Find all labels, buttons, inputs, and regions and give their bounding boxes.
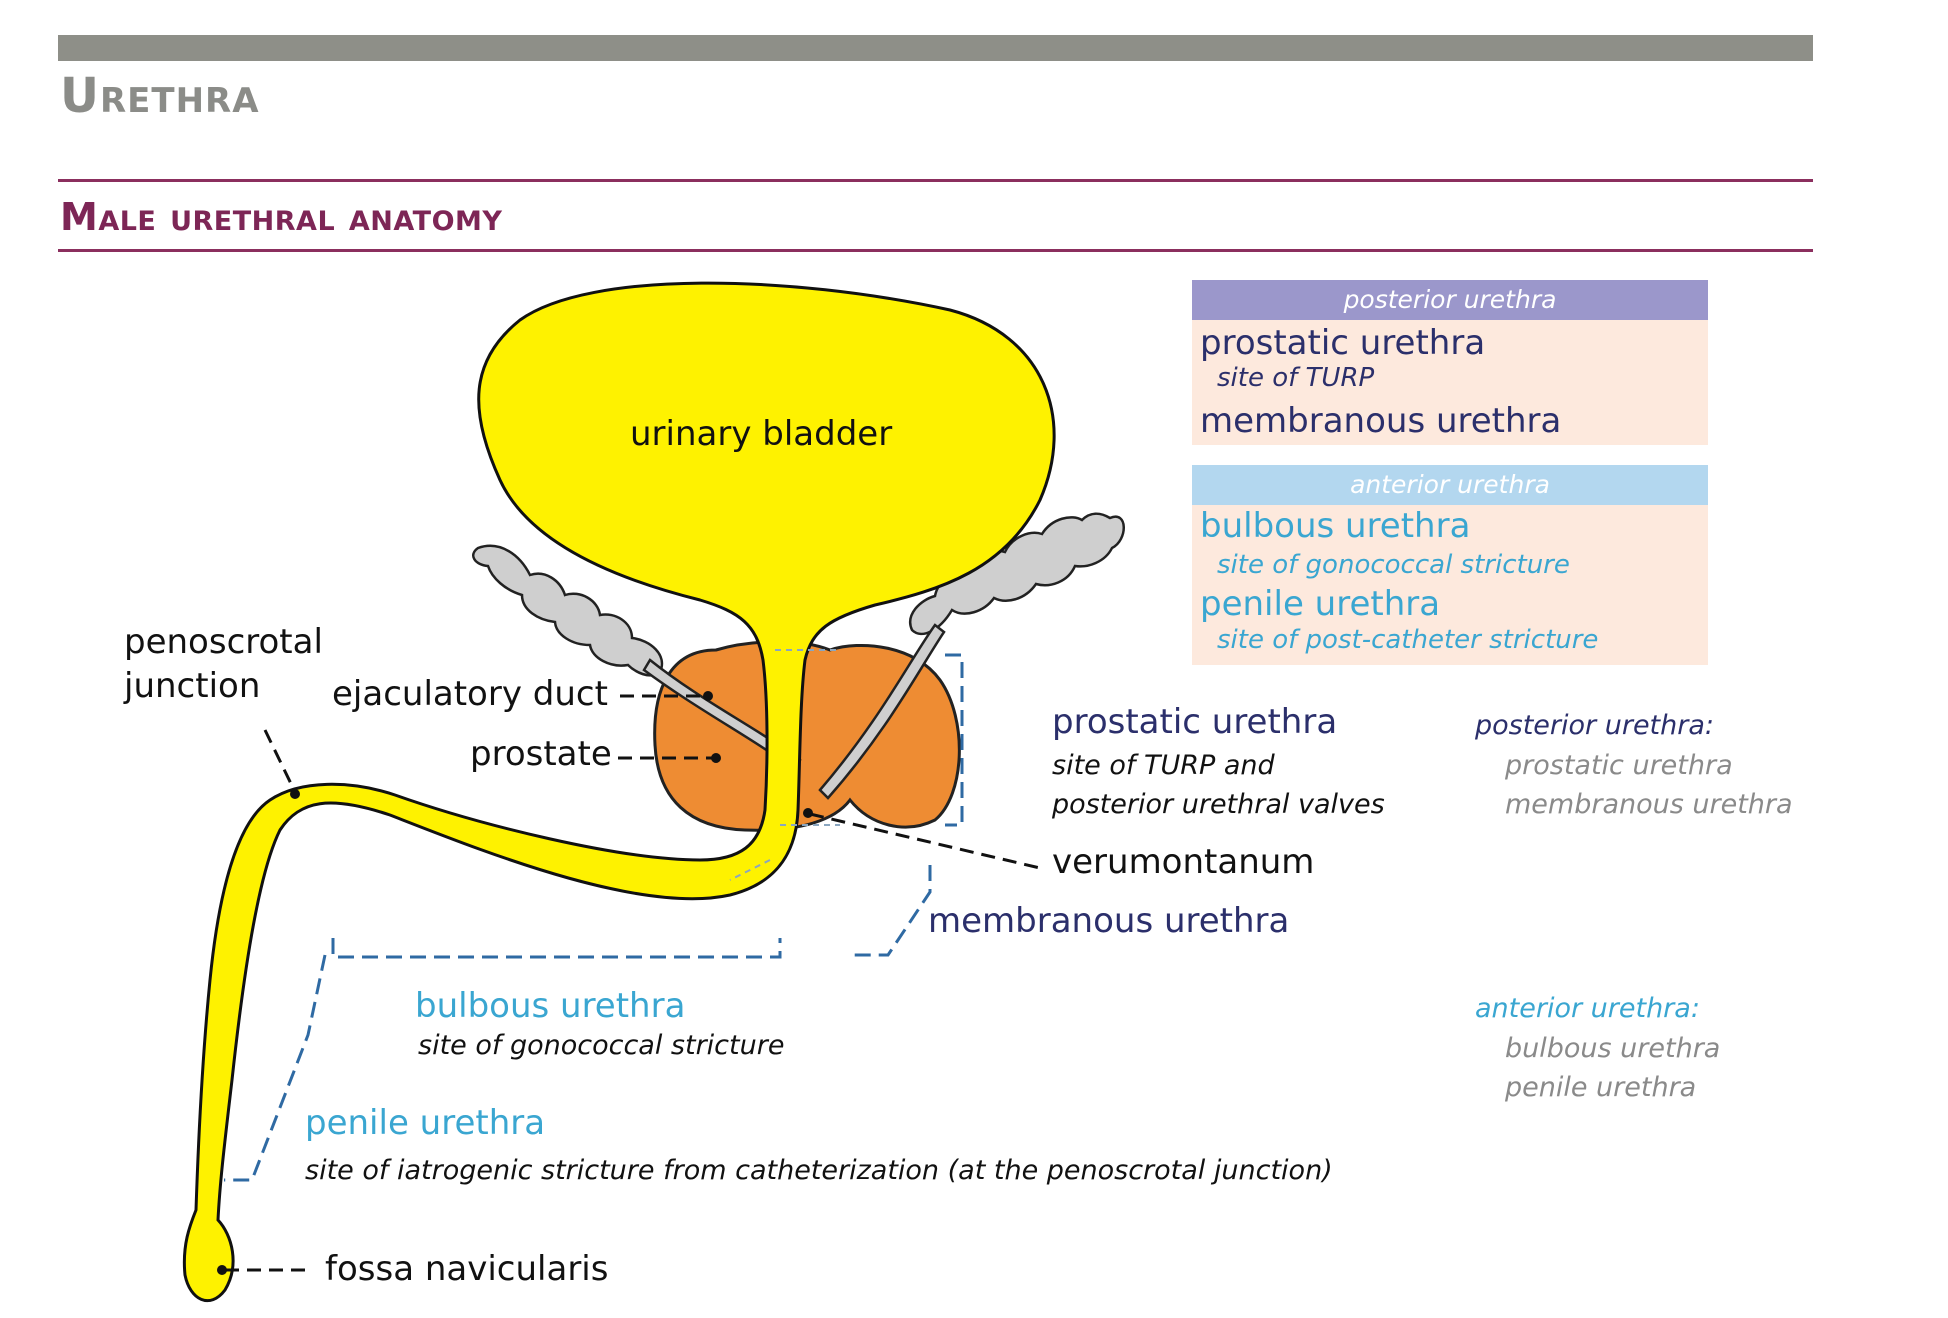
dot-ejaculatory [703,691,713,701]
anterior-box-bulbous-note: site of gonococcal stricture [1217,550,1570,580]
ejaculatory-duct-right [818,623,946,800]
posterior-box-prostatic: prostatic urethra [1200,323,1486,363]
posterior-box-body: prostatic urethra site of TURP membranou… [1192,320,1708,445]
bracket-membranous [848,865,932,957]
leader-penoscrotal [263,729,297,793]
page-title: Urethra [60,68,260,124]
leader-verumontanum [809,812,1041,870]
summary-posterior-heading: posterior urethra: [1475,710,1714,741]
section-rule-bottom [58,249,1813,252]
bulbous-urethra-label: bulbous urethra [415,986,686,1026]
verumontanum-label: verumontanum [1052,842,1315,882]
penoscrotal-label-line1: penoscrotal [124,622,323,662]
section-title: Male urethral anatomy [60,195,503,239]
penile-urethra-label: penile urethra [305,1103,546,1143]
posterior-box-prostatic-note: site of TURP [1217,363,1375,393]
ejaculatory-duct-label: ejaculatory duct [332,674,608,714]
brackets [224,653,964,1182]
penile-note: site of iatrogenic stricture from cathet… [305,1155,1333,1186]
summary-anterior-item-2: penile urethra [1505,1072,1697,1103]
fossa-navicularis-label: fossa navicularis [325,1249,609,1289]
dot-verumontanum [803,808,813,818]
prostatic-urethra-outline [729,649,840,881]
summary-anterior-heading: anterior urethra: [1475,993,1700,1024]
anterior-box-penile-note: site of post-catheter stricture [1217,625,1599,655]
bladder-label: urinary bladder [630,414,893,454]
bracket-penile [224,954,327,1182]
leader-lines [225,694,1041,1272]
anterior-box: anterior urethra bulbous urethra site of… [1192,465,1708,665]
leader-dots [217,691,813,1275]
bulbous-note: site of gonococcal stricture [418,1030,785,1061]
summary-posterior-item-1: prostatic urethra [1505,750,1733,781]
membranous-urethra-label: membranous urethra [928,901,1290,941]
anterior-box-penile: penile urethra [1200,584,1441,624]
summary-posterior-item-2: membranous urethra [1505,789,1793,820]
anterior-box-body: bulbous urethra site of gonococcal stric… [1192,505,1708,665]
prostate-shape [653,640,961,832]
penoscrotal-label-line2: junction [124,666,261,706]
top-bar [58,35,1813,61]
prostatic-note-line2: posterior urethral valves [1052,789,1385,820]
prostatic-urethra-label: prostatic urethra [1052,702,1338,742]
posterior-box-header: posterior urethra [1192,280,1708,320]
seminal-vesicle-left [472,544,664,677]
dot-fossa [217,1265,227,1275]
bracket-prostatic [945,653,964,827]
summary-anterior-item-1: bulbous urethra [1505,1033,1721,1064]
prostate-label: prostate [470,734,612,774]
bladder-urethra-shape [182,281,1056,1303]
posterior-box: posterior urethra prostatic urethra site… [1192,280,1708,445]
posterior-box-membranous: membranous urethra [1200,401,1562,441]
dot-prostate [711,753,721,763]
anterior-box-bulbous: bulbous urethra [1200,506,1471,546]
dot-penoscrotal [290,789,300,799]
seminal-vesicle-right [909,512,1125,636]
anterior-box-header: anterior urethra [1192,465,1708,505]
section-rule-top [58,179,1813,182]
prostatic-note-line1: site of TURP and [1052,750,1275,781]
bracket-bulbous [331,938,782,959]
